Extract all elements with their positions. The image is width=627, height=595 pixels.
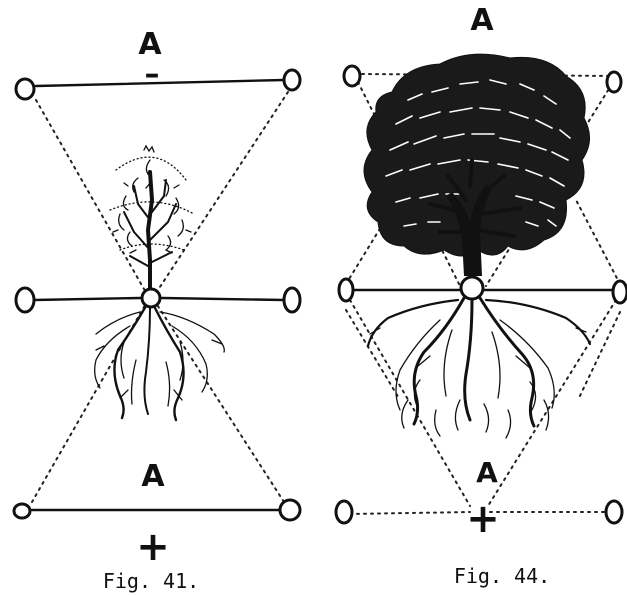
fig44-tree-drawing (363, 53, 592, 439)
fig41-top-sign: – (145, 57, 160, 92)
fig44-bottom-label: A (476, 456, 498, 489)
fig41-middle-line-left (32, 296, 142, 302)
fig41-stem-node (140, 287, 162, 309)
fig44-pole-middle-right (611, 279, 627, 305)
fig41-bottom-sign: + (136, 524, 170, 570)
fig44-bottom-sign: + (466, 496, 500, 542)
figure-44: A A + Fig. 44. (334, 3, 627, 588)
fig41-dotted-field-lines (31, 91, 289, 503)
fig41-pole-middle-left (14, 286, 36, 314)
fig44-top-label: A (470, 3, 494, 38)
fig44-pole-top-right (605, 70, 623, 94)
fig41-pole-bottom-left (12, 502, 32, 520)
fig44-pole-bottom-right (604, 499, 624, 525)
figure-41: A – A + Fig. 41. (12, 27, 302, 593)
fig41-plant-drawing (94, 144, 225, 422)
fig44-pole-middle-left (337, 277, 355, 303)
fig41-middle-line-right (160, 296, 286, 302)
fig44-pole-top-left (342, 64, 362, 88)
fig41-pole-top-left (14, 77, 36, 101)
fig41-pole-bottom-right (278, 498, 302, 522)
fig41-bottom-label: A (141, 459, 165, 494)
fig41-pole-middle-right (282, 286, 302, 314)
fig41-top-label: A (138, 27, 162, 62)
fig44-trunk-node (459, 275, 485, 301)
fig41-caption: Fig. 41. (103, 569, 199, 593)
fig41-pole-top-right (282, 68, 302, 92)
fig41-top-line (34, 78, 286, 88)
fig44-caption: Fig. 44. (454, 564, 550, 588)
fig44-pole-bottom-left (334, 499, 354, 525)
